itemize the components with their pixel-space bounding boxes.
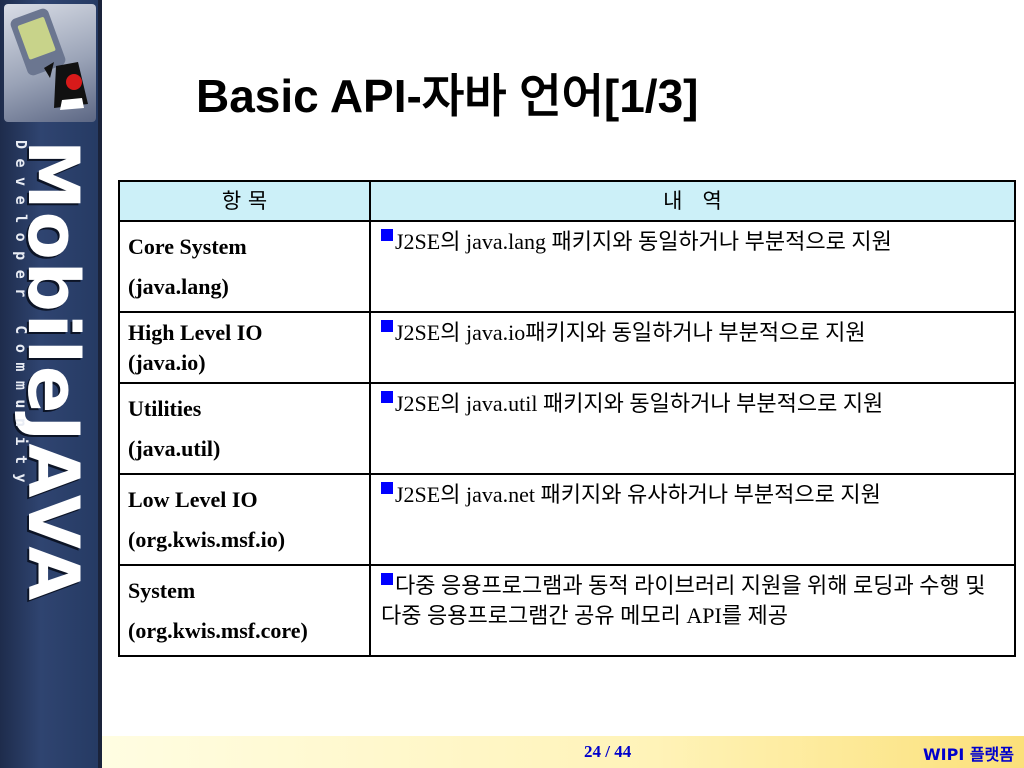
item-package: (java.lang): [128, 274, 229, 299]
table-row: Core System (java.lang) J2SE의 java.lang …: [118, 220, 1016, 313]
square-bullet-icon: [381, 573, 393, 585]
item-package: (java.util): [128, 436, 221, 461]
description-cell: 다중 응용프로그램과 동적 라이브러리 지원을 위해 로딩과 수행 및 다중 응…: [369, 564, 1016, 657]
item-name: Core System: [128, 234, 247, 259]
table-row: Utilities (java.util) J2SE의 java.util 패키…: [118, 382, 1016, 475]
item-name: Low Level IO: [128, 487, 258, 512]
page-title: Basic API-자바 언어[1/3]: [196, 70, 699, 122]
description-text: J2SE의 java.io패키지와 동일하거나 부분적으로 지원: [395, 320, 866, 345]
item-cell: Low Level IO (org.kwis.msf.io): [118, 473, 371, 566]
square-bullet-icon: [381, 482, 393, 494]
item-package: (org.kwis.msf.core): [128, 618, 308, 643]
item-name: High Level IO: [128, 320, 263, 345]
table-row: High Level IO (java.io) J2SE의 java.io패키지…: [118, 311, 1016, 384]
square-bullet-icon: [381, 320, 393, 332]
item-cell: Core System (java.lang): [118, 220, 371, 313]
sidebar-edge: [98, 0, 102, 768]
item-name: System: [128, 578, 196, 603]
description-text: J2SE의 java.net 패키지와 유사하거나 부분적으로 지원: [395, 482, 881, 507]
table-row: System (org.kwis.msf.core) 다중 응용프로그램과 동적…: [118, 564, 1016, 657]
column-header-description: 내 역: [369, 180, 1016, 222]
sidebar-banner: MobileJAVA Developer Community: [0, 0, 102, 768]
platform-label: WIPI 플랫폼: [922, 745, 1014, 764]
column-header-item: 항 목: [118, 180, 371, 222]
description-text: J2SE의 java.util 패키지와 동일하거나 부분적으로 지원: [395, 391, 884, 416]
item-cell: Utilities (java.util): [118, 382, 371, 475]
footer-bar: 24 / 44 WIPI 플랫폼: [102, 736, 1024, 768]
square-bullet-icon: [381, 391, 393, 403]
item-cell: High Level IO (java.io): [118, 311, 371, 384]
item-cell: System (org.kwis.msf.core): [118, 564, 371, 657]
table-header-row: 항 목 내 역: [118, 180, 1016, 222]
item-package: (org.kwis.msf.io): [128, 527, 286, 552]
duke-mascot-icon: [10, 8, 88, 110]
description-text: J2SE의 java.lang 패키지와 동일하거나 부분적으로 지원: [395, 229, 892, 254]
item-name: Utilities: [128, 396, 202, 421]
sidebar-subtitle: Developer Community: [12, 140, 30, 493]
description-cell: J2SE의 java.io패키지와 동일하거나 부분적으로 지원: [369, 311, 1016, 384]
table-row: Low Level IO (org.kwis.msf.io) J2SE의 jav…: [118, 473, 1016, 566]
java-mascot-logo: [4, 4, 96, 122]
api-table: 항 목 내 역 Core System (java.lang) J2SE의 ja…: [118, 180, 1016, 657]
description-cell: J2SE의 java.lang 패키지와 동일하거나 부분적으로 지원: [369, 220, 1016, 313]
page-number: 24 / 44: [584, 742, 632, 761]
description-cell: J2SE의 java.net 패키지와 유사하거나 부분적으로 지원: [369, 473, 1016, 566]
description-cell: J2SE의 java.util 패키지와 동일하거나 부분적으로 지원: [369, 382, 1016, 475]
description-text: 다중 응용프로그램과 동적 라이브러리 지원을 위해 로딩과 수행 및 다중 응…: [381, 573, 986, 628]
square-bullet-icon: [381, 229, 393, 241]
item-package: (java.io): [128, 350, 206, 375]
